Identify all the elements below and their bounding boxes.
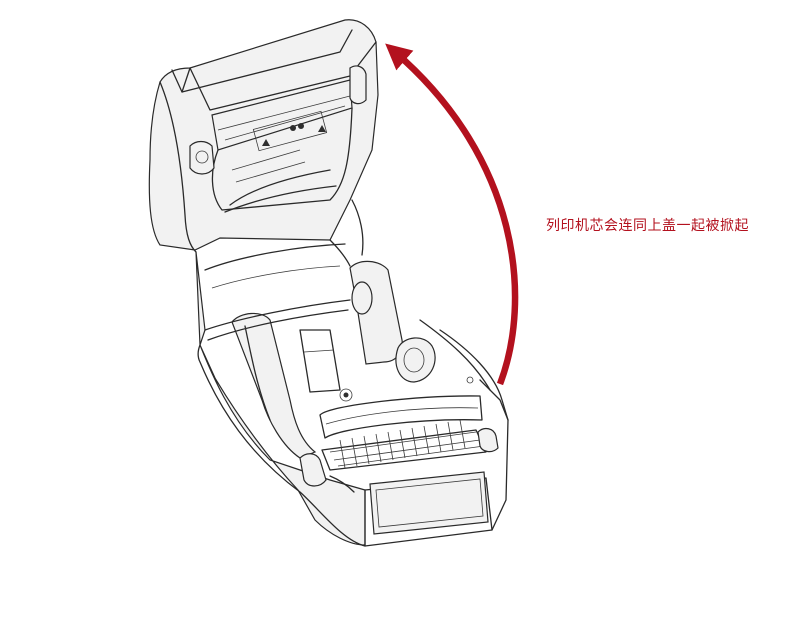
annotation-label: 列印机芯会连同上盖一起被掀起 [546, 218, 749, 234]
printer-base [195, 243, 509, 547]
lift-direction-arrow [385, 43, 519, 386]
printer-top-cover [148, 19, 379, 267]
tear-bar-teeth [329, 419, 485, 469]
